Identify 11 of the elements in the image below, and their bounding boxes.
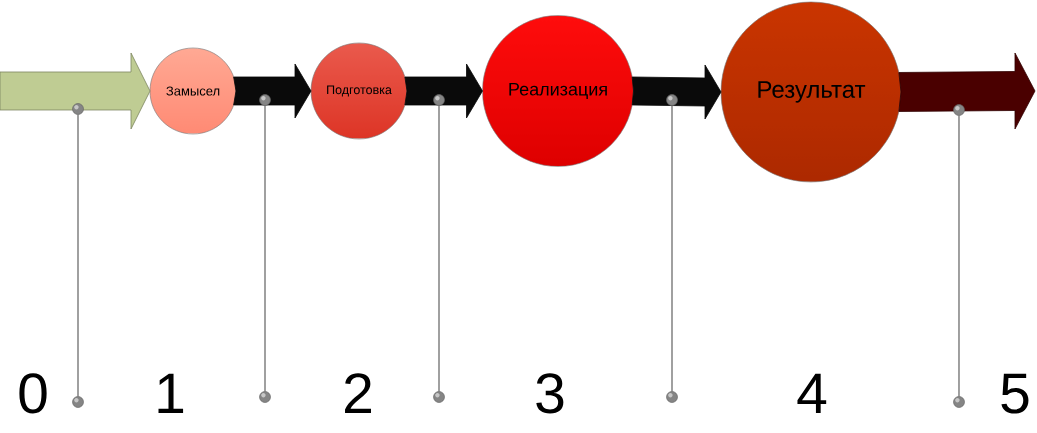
stage-number: 5 xyxy=(1001,373,1029,414)
block-arrow xyxy=(404,63,483,119)
block-arrow xyxy=(898,52,1036,130)
block-arrow xyxy=(0,52,151,130)
stage-number: 0 xyxy=(19,373,47,414)
stage-number: 1 xyxy=(158,373,184,413)
stage-number: 2 xyxy=(345,373,371,413)
stage-number: 3 xyxy=(536,373,564,414)
stage-number: 4 xyxy=(797,373,827,413)
block-arrow xyxy=(631,64,722,120)
block-arrow xyxy=(233,63,312,119)
